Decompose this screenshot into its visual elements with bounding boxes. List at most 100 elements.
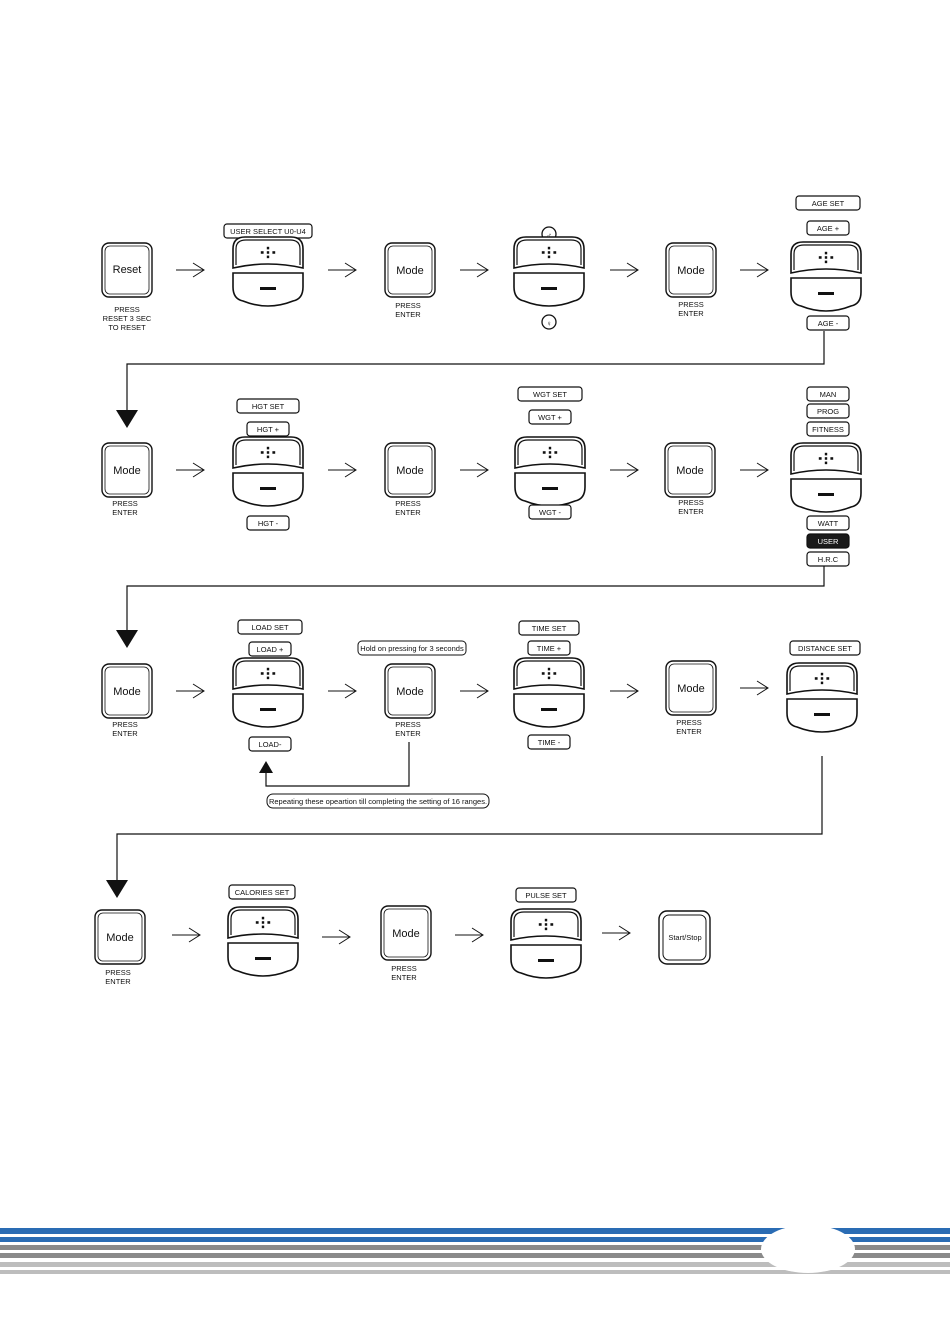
setting-label-text: FITNESS <box>812 425 844 434</box>
setting-label-text: H.R.C <box>818 555 839 564</box>
setting-label-text: AGE + <box>817 224 840 233</box>
footer-stripe <box>0 1262 950 1267</box>
plus-minus-keypad[interactable] <box>786 662 858 733</box>
repeat-note: Repeating these opeartion till completin… <box>266 793 490 809</box>
press-caption: PRESS <box>676 718 701 727</box>
plus-minus-keypad[interactable] <box>232 236 304 307</box>
program-hrc-label: H.R.C <box>806 551 850 567</box>
user-select-label: USER SELECT U0-U4 <box>223 223 313 239</box>
enter-caption: ENTER <box>112 729 138 738</box>
enter-caption: ENTER <box>391 973 417 982</box>
time-minus-label: TIME - <box>527 734 571 750</box>
mode-button[interactable]: Mode <box>101 663 153 719</box>
load-set-label: LOAD SET <box>237 619 303 635</box>
minus-icon <box>542 487 558 490</box>
flow-arrow <box>328 262 357 278</box>
mode-button[interactable]: Mode <box>380 905 432 961</box>
flow-arrow <box>176 262 205 278</box>
flow-arrow <box>455 927 484 943</box>
setting-label-text: AGE SET <box>812 199 845 208</box>
flow-arrow <box>610 683 639 699</box>
flow-arrow <box>460 462 489 478</box>
mode-button[interactable]: Mode <box>384 442 436 498</box>
wgt-plus-label: WGT + <box>528 409 572 425</box>
enter-caption: ENTER <box>676 727 702 736</box>
program-fitness-label: FITNESS <box>806 421 850 437</box>
plus-minus-keypad[interactable] <box>232 436 304 507</box>
plus-minus-keypad[interactable] <box>790 241 862 312</box>
hgt-plus-label: HGT + <box>246 421 290 437</box>
calories-set-label: CALORIES SET <box>228 884 296 900</box>
mode-button[interactable]: Mode <box>101 442 153 498</box>
start-stop-button[interactable]: Start/Stop <box>658 910 711 965</box>
mode-button-label: Mode <box>392 928 420 940</box>
reset-button-label: Reset <box>113 264 142 276</box>
press-caption: PRESS <box>105 968 130 977</box>
down-arrow-head <box>116 410 138 428</box>
mode-button-label: Mode <box>396 465 424 477</box>
minus-icon <box>260 287 276 290</box>
reset-caption: RESET 3 SEC <box>103 314 152 323</box>
plus-minus-keypad[interactable] <box>514 436 586 507</box>
plus-minus-keypad[interactable] <box>790 442 862 513</box>
mode-button-label: Mode <box>677 265 705 277</box>
mode-button[interactable]: Mode <box>384 242 436 298</box>
up-arrow-head <box>259 761 273 773</box>
setting-label-text: WGT + <box>538 413 562 422</box>
minus-icon <box>541 708 557 711</box>
mode-button[interactable]: Mode <box>94 909 146 965</box>
repeat-loop-connector <box>265 742 410 787</box>
setting-label-text: DISTANCE SET <box>798 644 852 653</box>
setting-label-text: LOAD- <box>259 740 282 749</box>
flow-arrow <box>740 680 769 696</box>
enter-caption: ENTER <box>395 729 421 738</box>
program-user-label: USER <box>806 533 850 549</box>
setting-label-text: LOAD + <box>257 645 285 654</box>
minus-icon <box>814 713 830 716</box>
hgt-set-label: HGT SET <box>236 398 300 414</box>
hold-note: Hold on pressing for 3 seconds <box>357 640 467 656</box>
minus-icon <box>541 287 557 290</box>
enter-caption: ENTER <box>395 310 421 319</box>
setting-label-text: HGT - <box>258 519 279 528</box>
flow-connector <box>126 331 825 410</box>
setting-label-text: PROG <box>817 407 839 416</box>
setting-label-text: CALORIES SET <box>235 888 290 897</box>
setting-label-text: WGT SET <box>533 390 567 399</box>
female-symbol: ♀ <box>546 319 552 328</box>
enter-caption: ENTER <box>395 508 421 517</box>
mode-button[interactable]: Mode <box>665 660 717 716</box>
press-caption: PRESS <box>395 499 420 508</box>
plus-minus-keypad[interactable] <box>513 657 585 728</box>
mode-button[interactable]: Mode <box>384 663 436 719</box>
program-prog-label: PROG <box>806 403 850 419</box>
plus-minus-keypad[interactable] <box>232 657 304 728</box>
mode-button-label: Mode <box>396 265 424 277</box>
age-set-label: AGE SET <box>795 195 861 211</box>
setting-label-text: HGT + <box>257 425 280 434</box>
load-plus-label: LOAD + <box>248 641 292 657</box>
reset-button[interactable]: Reset <box>101 242 153 298</box>
mode-button[interactable]: Mode <box>665 242 717 298</box>
mode-button[interactable]: Mode <box>664 442 716 498</box>
program-watt-label: WATT <box>806 515 850 531</box>
time-plus-label: TIME + <box>527 640 571 656</box>
mode-button-label: Mode <box>113 686 141 698</box>
footer-stripe <box>0 1245 950 1250</box>
press-caption: PRESS <box>395 301 420 310</box>
setting-label-text: LOAD SET <box>251 623 289 632</box>
press-caption: PRESS <box>112 720 137 729</box>
plus-minus-keypad[interactable] <box>227 906 299 977</box>
plus-minus-keypad[interactable] <box>510 908 582 979</box>
age-plus-label: AGE + <box>806 220 850 236</box>
setting-label-text: HGT SET <box>252 402 285 411</box>
wgt-set-label: WGT SET <box>517 386 583 402</box>
female-icon: ♀ <box>541 314 557 330</box>
plus-minus-keypad[interactable] <box>513 236 585 307</box>
setting-label-text: TIME SET <box>532 624 567 633</box>
footer-stripe <box>0 1270 950 1274</box>
hold-note-text: Hold on pressing for 3 seconds <box>360 644 464 653</box>
setting-label-text: WGT - <box>539 508 561 517</box>
reset-caption: PRESS <box>114 305 139 314</box>
